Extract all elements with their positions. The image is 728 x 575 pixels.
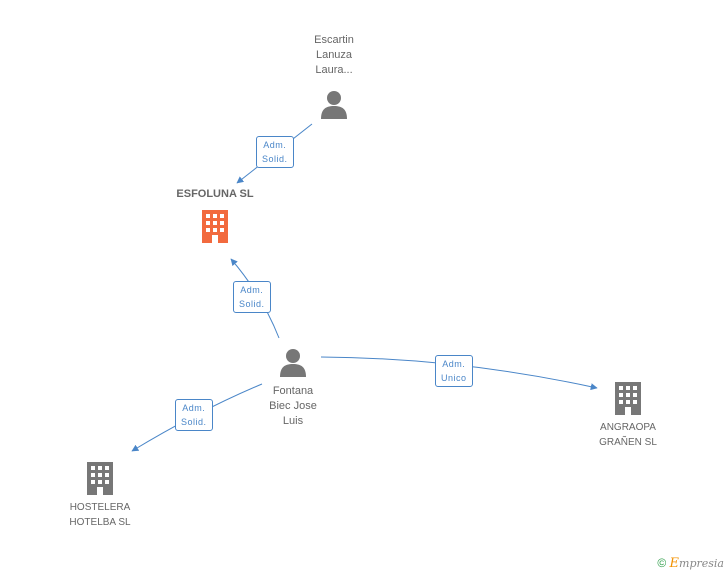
node-hostelera[interactable]: HOSTELERA HOTELBA SL <box>52 460 148 530</box>
empresia-logo-initial: E <box>669 556 680 571</box>
node-esfoluna-label: ESFOLUNA SL <box>176 188 254 200</box>
building-icon <box>87 462 113 495</box>
node-fontana-label: Fontana Biec Jose Luis <box>269 385 317 427</box>
node-escartin[interactable]: Escartin Lanuza Laura... <box>296 33 372 120</box>
copyright-icon: © <box>657 556 667 570</box>
person-icon <box>321 91 347 119</box>
edge-label-fontana-hostelera[interactable]: Adm. Solid. <box>175 399 213 431</box>
building-icon <box>615 382 641 415</box>
edge-label-fontana-esfoluna[interactable]: Adm. Solid. <box>233 281 271 313</box>
edge-label-escartin-esfoluna[interactable]: Adm. Solid. <box>256 136 294 168</box>
empresia-watermark: © Empresia <box>657 556 724 571</box>
empresia-logo-text: mpresia <box>679 557 724 570</box>
edge-label-fontana-angraopa[interactable]: Adm. Unico <box>435 355 473 387</box>
node-fontana[interactable]: Fontana Biec Jose Luis <box>252 348 334 429</box>
node-angraopa[interactable]: ANGRAOPA GRAÑEN SL <box>586 380 670 450</box>
building-icon <box>202 210 228 243</box>
node-hostelera-label: HOSTELERA HOTELBA SL <box>69 502 131 528</box>
person-icon <box>280 349 306 377</box>
node-esfoluna[interactable]: ESFOLUNA SL <box>160 187 270 244</box>
node-escartin-label: Escartin Lanuza Laura... <box>314 34 354 76</box>
node-angraopa-label: ANGRAOPA GRAÑEN SL <box>599 422 657 448</box>
